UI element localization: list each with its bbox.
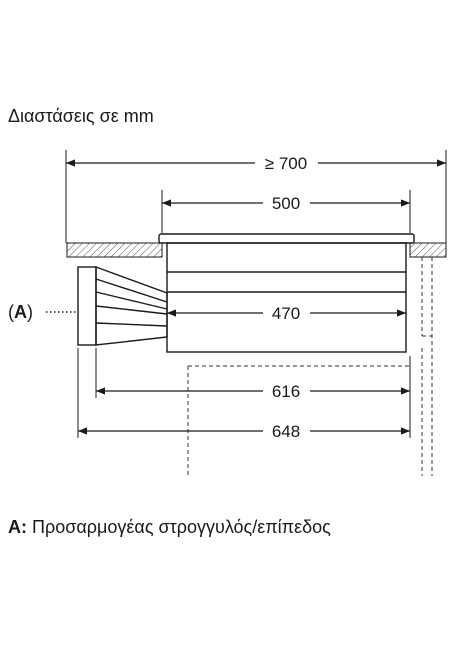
legend-key: A: — [8, 517, 27, 537]
extension-lines — [65, 150, 447, 438]
legend-text: Προσαρμογέας στρογγυλός/επίπεδος — [32, 517, 331, 537]
dim-label-hob: 500 — [272, 194, 300, 213]
legend: A: Προσαρμογέας στρογγυλός/επίπεδος — [8, 517, 331, 538]
dim-label-648: 648 — [272, 422, 300, 441]
countertop — [66, 242, 447, 258]
hob-body — [166, 242, 407, 353]
dim-label-616: 616 — [272, 382, 300, 401]
hob-top — [158, 233, 415, 244]
dim-label-unit: 470 — [272, 304, 300, 323]
cabinet-contours — [187, 257, 433, 476]
dim-label-cutout: ≥ 700 — [265, 154, 307, 173]
adapter-part — [77, 265, 168, 346]
diagram-title: Διαστάσεις σε mm — [8, 106, 154, 126]
callout-label: (A) — [8, 302, 33, 322]
dimension-lines — [66, 159, 446, 435]
